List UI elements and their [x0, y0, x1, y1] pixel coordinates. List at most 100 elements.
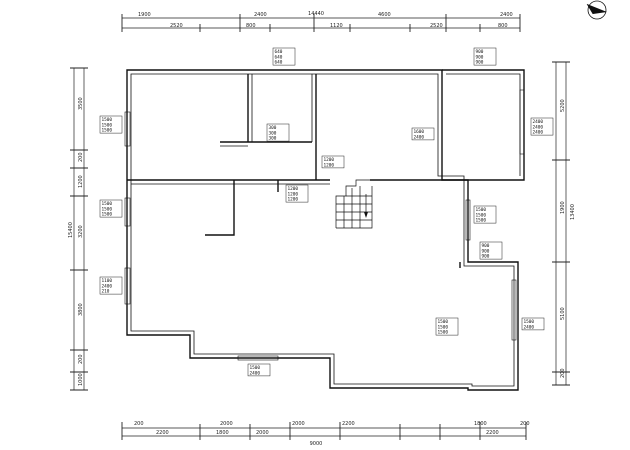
dimension-tag-line: 2400: [102, 283, 113, 289]
dimension-tag-line: 1500: [476, 218, 487, 224]
dimension-tag-line: 300: [269, 125, 277, 131]
bottom-outer-dim-6: 200: [520, 421, 530, 427]
dimension-tag-line: 2400: [250, 370, 261, 376]
dimension-tag-line: 1200: [324, 157, 335, 163]
dimension-tag-line: 2400: [524, 324, 535, 330]
dimension-tag-line: 300: [269, 136, 277, 142]
dimension-tag-line: 1500: [102, 117, 113, 123]
bottom-overall-label: 9000: [310, 441, 323, 447]
left-overall-label: 15400: [68, 222, 74, 238]
dimension-tag-line: 1500: [438, 330, 449, 336]
dimension-tag-line: 900: [476, 49, 484, 55]
dimension-tag-line: 1200: [288, 186, 299, 192]
dimension-tag-line: 2400: [533, 119, 544, 125]
left-dim-5: 3800: [78, 303, 84, 316]
dimension-tag-line: 1500: [102, 212, 113, 218]
top-outer-dim-3: 4600: [378, 12, 391, 18]
right-dim-3: 5100: [560, 307, 566, 320]
dimension-tag-line: 900: [476, 60, 484, 66]
bottom-outer-dim-5: 1800: [474, 421, 487, 427]
bottom-dimension-chain: 200 2000 2000 2200 1800 200 2200 1800 20…: [121, 421, 530, 447]
dimension-tag-line: 1500: [102, 122, 113, 128]
right-overall-label: 13400: [570, 204, 576, 220]
bottom-inner-dim-3: 2000: [256, 430, 269, 436]
bottom-inner-dim-1: 2200: [156, 430, 169, 436]
top-outer-dim-2: 2400: [254, 12, 267, 18]
windows: [124, 89, 525, 361]
walls: [126, 69, 525, 391]
dimension-tag-line: 1500: [102, 128, 113, 134]
left-dim-7: 1000: [78, 373, 84, 386]
bottom-outer-dim-2: 2000: [220, 421, 233, 427]
staircase: [335, 179, 373, 229]
dimension-tag-line: 1100: [102, 278, 113, 284]
dimension-tag-line: 1500: [476, 212, 487, 218]
right-dim-4: 200: [560, 368, 566, 378]
top-inner-dim-2: 800: [246, 23, 256, 29]
dimension-tag-line: 1500: [102, 206, 113, 212]
bottom-outer-dim-4: 2200: [342, 421, 355, 427]
dimension-tag-line: 1500: [438, 319, 449, 325]
dimension-tag-line: 1200: [288, 191, 299, 197]
dimension-tag-line: 1500: [476, 207, 487, 213]
top-overall-label: 14440: [308, 11, 324, 17]
left-dimension-chain: 3500 200 1200 3200 3800 200 1000 15400: [68, 67, 88, 391]
right-dimension-chain: 5200 1900 5100 200 13400: [552, 61, 576, 386]
north-arrow-icon: [586, 0, 607, 20]
left-dim-3: 1200: [78, 175, 84, 188]
dimension-tag-line: 900: [476, 54, 484, 60]
top-dimension-chain: 14440 1900 2400 4600 2400 2520 800 1120 …: [121, 11, 521, 32]
top-inner-dim-1: 2520: [170, 23, 183, 29]
stair-direction-arrow-icon: [364, 212, 368, 218]
left-dim-4: 3200: [78, 225, 84, 238]
dimension-tag-line: 1500: [250, 365, 261, 371]
bottom-outer-dim-3: 2000: [292, 421, 305, 427]
dimension-tag-line: 900: [482, 254, 490, 260]
dimension-tag-line: 1500: [102, 201, 113, 207]
top-inner-dim-5: 800: [498, 23, 508, 29]
top-outer-dim-4: 2400: [500, 12, 513, 18]
left-dim-6: 200: [78, 354, 84, 364]
dimension-tag-line: 900: [482, 248, 490, 254]
top-inner-dim-3: 1120: [330, 23, 343, 29]
dimension-tag-line: 640: [275, 49, 283, 55]
bottom-outer-dim-1: 200: [134, 421, 144, 427]
bottom-inner-dim-2: 1800: [216, 430, 229, 436]
right-dim-2: 1900: [560, 201, 566, 214]
dimension-tag-line: 300: [269, 130, 277, 136]
dimension-tag-line: 1600: [414, 129, 425, 135]
dimension-tag-line: 640: [275, 54, 283, 60]
dimension-tag-line: 1500: [438, 324, 449, 330]
top-outer-dim-1: 1900: [138, 12, 151, 18]
dimension-tag-line: 2400: [533, 130, 544, 136]
dimension-tag-line: 2400: [533, 124, 544, 130]
dimension-tag-line: 900: [482, 243, 490, 249]
right-dim-1: 5200: [560, 99, 566, 112]
dimension-tag-line: 1200: [324, 162, 335, 168]
bottom-inner-dim-4: 2200: [486, 430, 499, 436]
dimension-tag-line: 210: [102, 289, 110, 295]
left-dim-1: 3500: [78, 97, 84, 110]
dimension-tag-line: 1500: [524, 319, 535, 325]
dimension-tags: 1500150015006406406403003003009009009001…: [99, 47, 554, 376]
dimension-tag-line: 2400: [414, 134, 425, 140]
left-dim-2: 200: [78, 152, 84, 162]
dimension-tag-line: 640: [275, 60, 283, 66]
dimension-tag-line: 1200: [288, 197, 299, 203]
